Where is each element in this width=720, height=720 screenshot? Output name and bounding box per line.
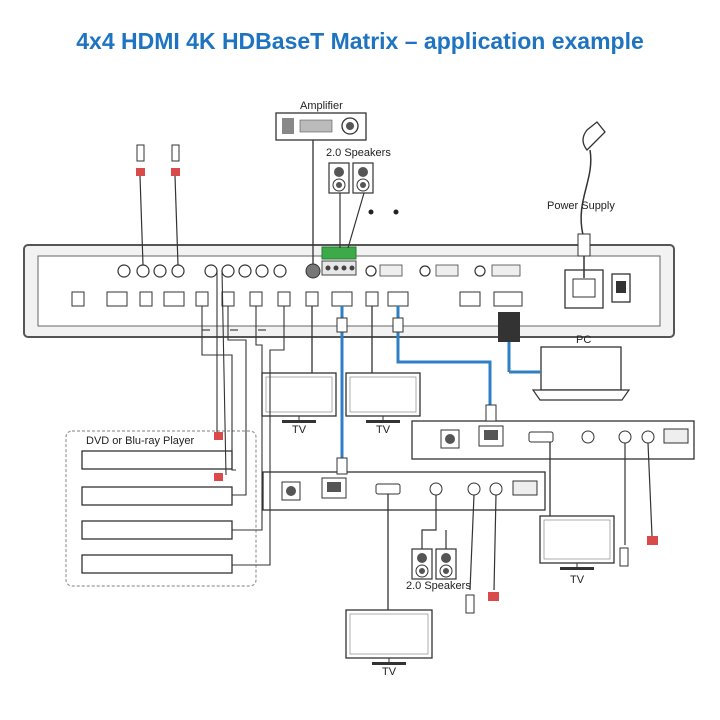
hdmi-matrix-unit (23, 244, 675, 338)
page-title: 4x4 HDMI 4K HDBaseT Matrix – application… (76, 28, 644, 54)
audio-out-port (305, 263, 321, 279)
ir-cables (469, 442, 653, 591)
matrix-hdmi-rj45-ports (71, 291, 523, 307)
speakers-top (328, 162, 374, 194)
tv-1 (261, 372, 337, 423)
tv-2-label: TV (376, 424, 391, 436)
power-plug (577, 121, 606, 278)
hdbaset-receiver-1 (411, 420, 695, 460)
matrix-ir-ports (117, 264, 486, 278)
dvd-player-label: DVD or Blu-ray Player (86, 435, 195, 447)
tv-4 (345, 609, 433, 665)
pc-laptop (498, 312, 631, 401)
power-supply-label: Power Supply (547, 200, 615, 212)
tv-3 (539, 515, 615, 570)
power-inlet (564, 269, 631, 309)
tv-4-label: TV (382, 666, 397, 678)
amplifier-label: Amplifier (300, 100, 343, 112)
tv-3-label: TV (570, 574, 585, 586)
pc-label: PC (576, 334, 592, 346)
tv-1-label: TV (292, 424, 307, 436)
speakers-top-label: 2.0 Speakers (326, 147, 391, 159)
hdbaset-receiver-2 (262, 471, 546, 511)
amplifier-device (275, 112, 367, 141)
tv-2 (345, 372, 421, 423)
speakers-bottom (411, 548, 457, 580)
dvd-player-group (65, 430, 257, 587)
ir-receivers-top (136, 144, 180, 266)
ir-emitters (465, 536, 658, 614)
hdmi-input-cables (201, 269, 285, 566)
green-terminal-block (321, 246, 357, 276)
speakers-bottom-label: 2.0 Speakers (406, 580, 471, 592)
